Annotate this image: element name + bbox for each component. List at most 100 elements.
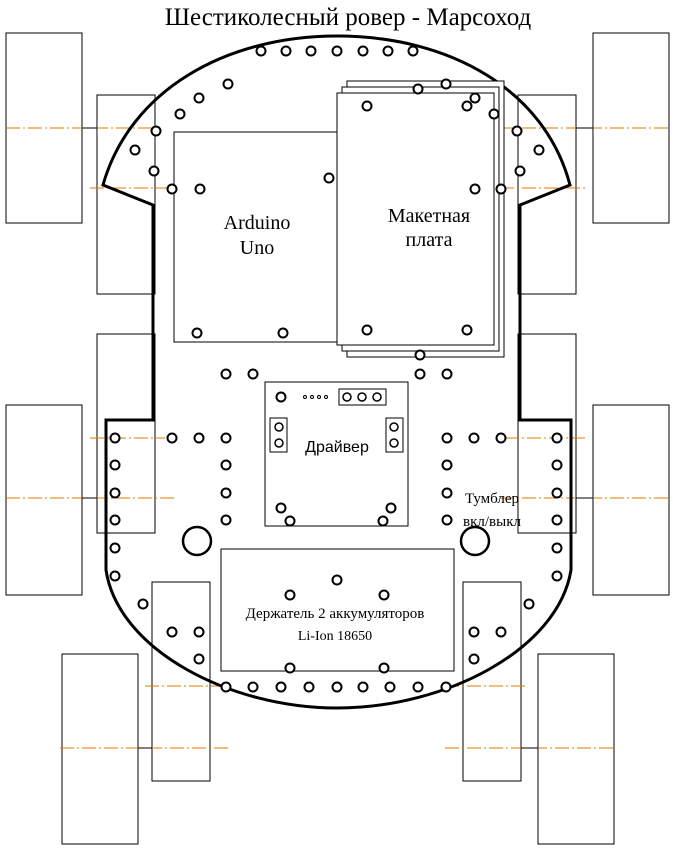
- mounting-hole: [284, 589, 296, 601]
- mounting-hole: [109, 487, 121, 499]
- mounting-hole: [468, 432, 480, 444]
- mounting-hole: [193, 653, 205, 665]
- mounting-hole: [441, 368, 453, 380]
- motor-front-left: [96, 94, 156, 295]
- mounting-hole: [461, 324, 473, 336]
- mounting-hole: [174, 108, 186, 120]
- mounting-hole: [247, 681, 259, 693]
- mounting-hole: [331, 45, 343, 57]
- mounting-hole: [469, 183, 481, 195]
- mounting-hole: [255, 45, 267, 57]
- mounting-hole: [275, 391, 287, 403]
- arduino-label-line2: Uno: [240, 237, 274, 259]
- mounting-hole: [331, 681, 343, 693]
- mounting-hole: [220, 487, 232, 499]
- driver-terminal-left: [269, 417, 288, 453]
- switch-label-line2: вкл/выкл: [463, 514, 521, 530]
- breadboard-label-line2: плата: [406, 229, 453, 251]
- mounting-hole: [377, 515, 389, 527]
- motor-front-right: [517, 94, 577, 295]
- mounting-hole: [441, 487, 453, 499]
- mounting-hole: [378, 662, 390, 674]
- mounting-hole: [533, 144, 545, 156]
- mounting-hole: [441, 432, 453, 444]
- battery-label-line1: Держатель 2 аккумуляторов: [246, 606, 425, 622]
- mounting-hole: [220, 514, 232, 526]
- mounting-hole: [461, 100, 473, 112]
- motor-middle-left: [96, 333, 156, 534]
- mounting-holes: [109, 45, 563, 693]
- mounting-hole: [414, 368, 426, 380]
- mounting-hole: [166, 432, 178, 444]
- mounting-hole: [468, 626, 480, 638]
- drawing-title: Шестиколесный ровер - Марсоход: [165, 4, 532, 31]
- mounting-hole: [331, 574, 343, 586]
- mounting-hole: [193, 92, 205, 104]
- mounting-hole: [193, 432, 205, 444]
- mounting-hole: [385, 502, 397, 514]
- mounting-hole: [523, 598, 535, 610]
- mounting-hole: [361, 324, 373, 336]
- mounting-hole: [193, 626, 205, 638]
- mounting-hole: [414, 349, 426, 361]
- mounting-hole: [551, 432, 563, 444]
- mounting-hole: [305, 45, 317, 57]
- mounting-hole: [220, 459, 232, 471]
- mounting-hole: [495, 626, 507, 638]
- mounting-hole: [247, 368, 259, 380]
- mounting-hole: [220, 681, 232, 693]
- mounting-hole: [495, 183, 507, 195]
- mounting-hole: [191, 327, 203, 339]
- mounting-hole: [412, 681, 424, 693]
- mounting-hole: [441, 459, 453, 471]
- mounting-hole: [551, 542, 563, 554]
- mounting-hole: [277, 327, 289, 339]
- mounting-hole: [109, 514, 121, 526]
- mounting-hole: [220, 432, 232, 444]
- mounting-hole: [551, 487, 563, 499]
- breadboard: [336, 80, 505, 358]
- driver-label: Драйвер: [305, 439, 369, 456]
- battery-label-line2: Li-Ion 18650: [298, 629, 372, 644]
- mounting-hole: [357, 45, 369, 57]
- switch-hole-left: [181, 525, 213, 557]
- switch-hole-right: [459, 525, 491, 557]
- mounting-hole: [551, 570, 563, 582]
- driver-terminal-right: [385, 417, 404, 453]
- motor-middle-right: [517, 333, 577, 534]
- mounting-hole: [109, 432, 121, 444]
- arduino-label-line1: Arduino: [224, 212, 291, 234]
- mounting-hole: [514, 165, 526, 177]
- mounting-hole: [495, 432, 507, 444]
- motor-rear-left: [151, 581, 211, 782]
- mounting-hole: [488, 108, 500, 120]
- axis-ticks: [82, 127, 593, 749]
- mounting-hole: [361, 100, 373, 112]
- mounting-hole: [303, 681, 315, 693]
- mounting-hole: [275, 502, 287, 514]
- mounting-hole: [137, 598, 149, 610]
- mounting-hole: [551, 514, 563, 526]
- wheels: [5, 32, 670, 845]
- mounting-hole: [109, 459, 121, 471]
- arduino-board: [173, 131, 339, 343]
- mounting-hole: [323, 172, 335, 184]
- mounting-hole: [511, 125, 523, 137]
- mounting-hole: [166, 183, 178, 195]
- mounting-hole: [150, 125, 162, 137]
- mounting-hole: [378, 589, 390, 601]
- mounting-hole: [357, 681, 369, 693]
- mounting-hole: [412, 83, 424, 95]
- mounting-hole: [551, 459, 563, 471]
- driver-board: [264, 381, 409, 527]
- mounting-hole: [222, 78, 234, 90]
- wheel-rear-left: [61, 653, 139, 845]
- mounting-hole: [382, 45, 394, 57]
- mounting-hole: [440, 681, 452, 693]
- mounting-hole: [469, 92, 481, 104]
- battery-holder: [220, 548, 455, 672]
- breadboard-label-line1: Макетная: [388, 205, 470, 227]
- chassis-outline: [101, 34, 573, 710]
- wheel-rear-right: [537, 653, 615, 845]
